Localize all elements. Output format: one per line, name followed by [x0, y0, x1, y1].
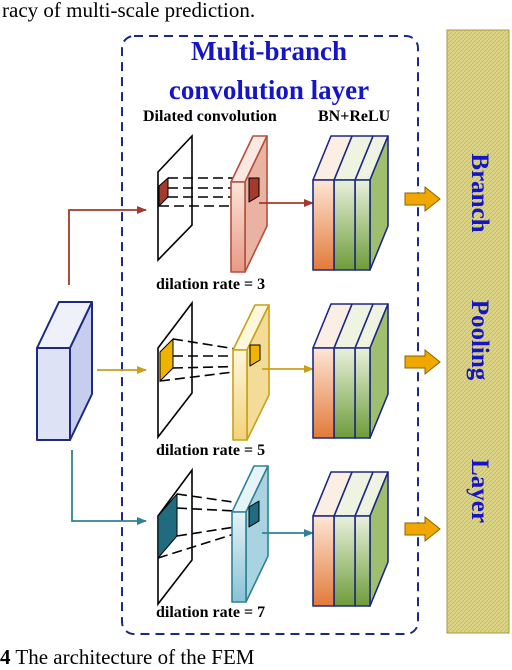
diagram-title-line1: Multi-branch	[190, 36, 347, 66]
figure-number: 4	[0, 645, 11, 669]
dilation-rate-label-1: dilation rate = 3	[156, 276, 266, 293]
branch2-bn-relu-block	[312, 303, 389, 439]
branch1-connector	[68, 206, 147, 285]
side-label-pooling: Pooling	[466, 299, 493, 381]
dilation-rate-label-3: dilation rate = 7	[156, 604, 266, 621]
dilated-convolution-label: Dilated convolution	[143, 108, 277, 125]
branch2-input-plane	[157, 300, 193, 440]
branch2-conv-output	[232, 304, 270, 441]
branch3-conv-output	[231, 465, 269, 603]
figure-caption: 4 The architecture of the FEM	[0, 645, 254, 670]
branch1-bn-relu-block	[312, 135, 389, 271]
branch3-output-arrow	[404, 515, 441, 543]
branch1-output-arrow	[404, 185, 441, 213]
branch3-bn-relu-block	[312, 471, 389, 607]
branch3-connector	[71, 450, 147, 525]
branch3-input-plane	[157, 467, 193, 607]
diagram-title-line2: convolution layer	[168, 75, 370, 105]
side-label-layer: Layer	[466, 459, 493, 523]
module-boundary	[121, 35, 419, 635]
caption-top-fragment: racy of multi-scale prediction.	[2, 0, 256, 22]
branch1-conv-output	[230, 135, 268, 273]
branch-pooling-panel	[446, 29, 510, 634]
branch1-input-plane	[157, 133, 193, 262]
side-label-branch: Branch	[466, 153, 493, 233]
input-feature-map	[36, 301, 93, 441]
dilation-rate-label-2: dilation rate = 5	[156, 442, 266, 459]
figure-caption-text: The architecture of the FEM	[10, 645, 255, 669]
bn-relu-label: BN+ReLU	[318, 108, 391, 125]
branch2-output-arrow	[404, 348, 441, 376]
